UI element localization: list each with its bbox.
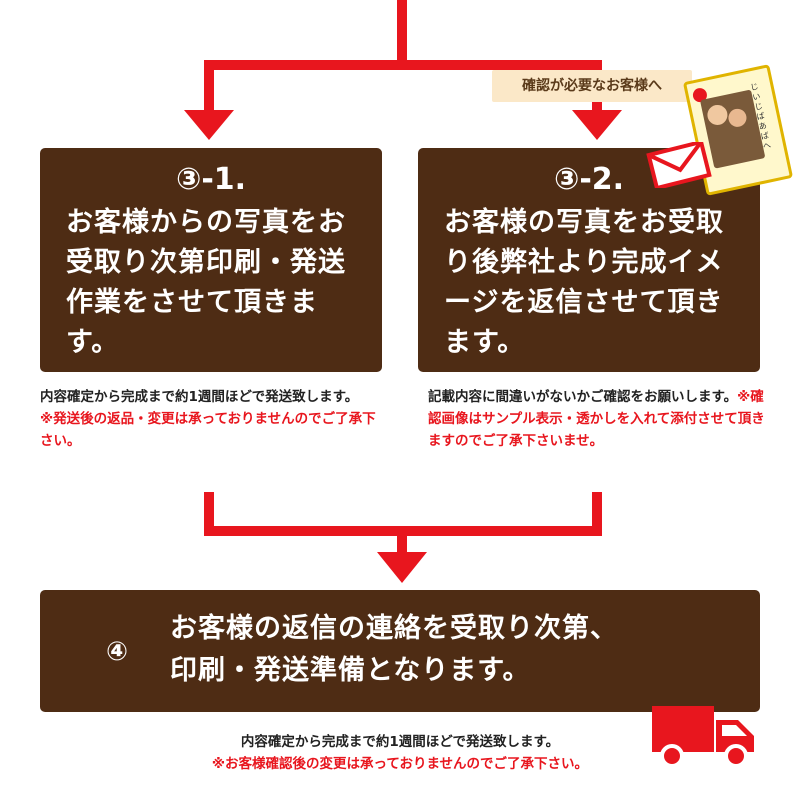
step-3-2-number: ③-2.	[553, 162, 625, 197]
confirm-needed-tag: 確認が必要なお客様へ	[492, 70, 692, 102]
arrow-stem-bottom	[397, 526, 407, 556]
arrow-bottom-head	[377, 552, 427, 583]
step-4-note-warning: ※お客様確認後の変更は承っておりませんのでご了承下さい。	[211, 756, 589, 772]
step-3-2-note: 記載内容に間違いがないかご確認をお願いします。※確認画像はサンプル表示・透かしを…	[428, 386, 768, 452]
arrow-merge-right	[592, 492, 602, 532]
step-4-text: お客様の返信の連絡を受取り次第、 印刷・発送準備となります。	[170, 608, 740, 692]
step-3-1-text: お客様からの写真をお受取り次第印刷・発送作業をさせて頂きます。	[66, 207, 346, 358]
truck-icon	[652, 706, 754, 768]
step-4-note-text: 内容確定から完成まで約1週間ほどで発送致します。	[240, 734, 560, 750]
step-4-line-1: お客様の返信の連絡を受取り次第、	[170, 613, 618, 644]
arrow-split-bar	[204, 60, 602, 70]
step-4-note: 内容確定から完成まで約1週間ほどで発送致します。 ※お客様確認後の変更は承ってお…	[140, 731, 660, 775]
arrow-right-head	[572, 110, 622, 140]
arrow-stem-top	[397, 0, 407, 68]
step-3-2-note-warning: ※確認画像はサンプル表示・透かしを入れて添付させて頂きますのでご了承下さいませ。	[428, 389, 765, 449]
step-3-2-box: ③-2. お客様の写真をお受取り後弊社より完成イメージを返信させて頂きます。	[418, 148, 760, 372]
step-3-1-note-warning: ※発送後の返品・変更は承っておりませんのでご了承下さい。	[40, 411, 376, 449]
arrow-left-head	[184, 110, 234, 140]
step-3-1-note-text: 内容確定から完成まで約1週間ほどで発送致します。	[40, 389, 359, 405]
step-3-2-note-text: 記載内容に間違いがないかご確認をお願いします。	[428, 389, 738, 405]
step-4-box: ④ お客様の返信の連絡を受取り次第、 印刷・発送準備となります。	[40, 590, 760, 712]
step-3-2-text: お客様の写真をお受取り後弊社より完成イメージを返信させて頂きます。	[444, 207, 724, 358]
step-3-1-box: ③-1. お客様からの写真をお受取り次第印刷・発送作業をさせて頂きます。	[40, 148, 382, 372]
step-3-1-note: 内容確定から完成まで約1週間ほどで発送致します。 ※発送後の返品・変更は承ってお…	[40, 386, 385, 452]
envelope-icon	[646, 142, 712, 188]
step-4-line-2: 印刷・発送準備となります。	[170, 655, 531, 686]
arrow-merge-left	[204, 492, 214, 532]
arrow-left-stem	[204, 60, 214, 116]
step-3-1-number: ③-1.	[175, 162, 247, 197]
step-4-number: ④	[106, 637, 129, 667]
